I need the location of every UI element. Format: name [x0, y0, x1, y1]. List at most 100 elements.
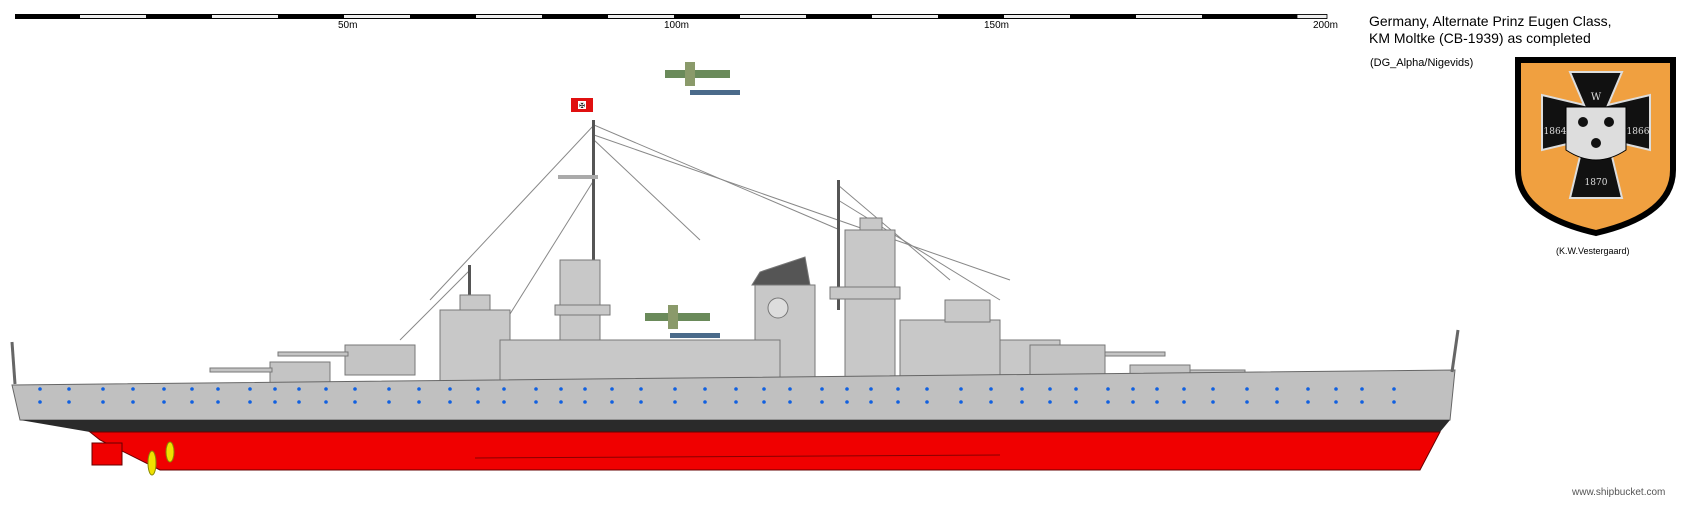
- porthole: [845, 387, 849, 391]
- porthole: [67, 387, 71, 391]
- propeller: [147, 441, 175, 476]
- aircraft-airborne: [665, 62, 740, 95]
- porthole: [788, 387, 792, 391]
- porthole: [248, 387, 252, 391]
- scale-label-100m: 100m: [664, 20, 690, 31]
- porthole: [762, 400, 766, 404]
- porthole: [559, 400, 563, 404]
- scale-segment: [80, 15, 146, 18]
- porthole: [869, 387, 873, 391]
- porthole: [1211, 387, 1215, 391]
- porthole: [534, 387, 538, 391]
- emblem-credit: (K.W.Vestergaard): [1556, 246, 1630, 256]
- porthole: [448, 387, 452, 391]
- emblem-year: 1866: [1627, 127, 1650, 137]
- porthole: [989, 387, 993, 391]
- porthole: [216, 400, 220, 404]
- porthole: [1074, 387, 1078, 391]
- scale-bar: [15, 14, 1328, 19]
- porthole: [762, 387, 766, 391]
- porthole: [101, 387, 105, 391]
- porthole: [734, 400, 738, 404]
- porthole: [248, 400, 252, 404]
- porthole: [1048, 387, 1052, 391]
- porthole: [1155, 400, 1159, 404]
- authors-credit: (DG_Alpha/Nigevids): [1370, 57, 1474, 69]
- porthole: [162, 387, 166, 391]
- porthole: [583, 400, 587, 404]
- porthole: [297, 387, 301, 391]
- porthole: [1106, 387, 1110, 391]
- porthole: [67, 400, 71, 404]
- porthole: [387, 387, 391, 391]
- scale-segment: [608, 15, 674, 18]
- porthole: [1306, 387, 1310, 391]
- porthole: [324, 387, 328, 391]
- porthole: [216, 387, 220, 391]
- porthole: [1392, 400, 1396, 404]
- scale-segment: [1004, 15, 1070, 18]
- porthole: [896, 400, 900, 404]
- porthole: [1306, 400, 1310, 404]
- porthole: [583, 387, 587, 391]
- porthole: [534, 400, 538, 404]
- scale-segment: [212, 15, 278, 18]
- porthole: [476, 400, 480, 404]
- scale-segment: [740, 15, 806, 18]
- porthole: [610, 400, 614, 404]
- porthole: [387, 400, 391, 404]
- porthole: [1020, 400, 1024, 404]
- porthole: [820, 400, 824, 404]
- porthole: [896, 387, 900, 391]
- scale-label-200m: 200m: [1313, 20, 1339, 31]
- scale-label-50m: 50m: [338, 20, 358, 31]
- porthole: [353, 400, 357, 404]
- porthole: [38, 400, 42, 404]
- porthole: [1392, 387, 1396, 391]
- scale-segment: [872, 15, 938, 18]
- scale-segment: [1136, 15, 1202, 18]
- porthole: [1334, 400, 1338, 404]
- porthole: [703, 400, 707, 404]
- porthole: [959, 400, 963, 404]
- aircraft-catapult: [645, 305, 720, 338]
- rudder: [91, 442, 123, 466]
- porthole: [38, 387, 42, 391]
- porthole: [1360, 387, 1364, 391]
- watermark: www.shipbucket.com: [1572, 487, 1666, 498]
- porthole: [788, 400, 792, 404]
- porthole: [1275, 387, 1279, 391]
- drawing-title: Germany, Alternate Prinz Eugen Class, KM…: [1369, 13, 1612, 47]
- porthole: [1211, 400, 1215, 404]
- emblem-monogram: W: [1591, 92, 1602, 103]
- emblem-shield: W 1864 1866 1870: [1515, 57, 1676, 237]
- porthole: [131, 387, 135, 391]
- porthole: [1182, 387, 1186, 391]
- porthole: [476, 387, 480, 391]
- porthole: [190, 387, 194, 391]
- title-line-2: KM Moltke (CB-1939) as completed: [1369, 30, 1591, 46]
- emblem-year: 1864: [1544, 127, 1567, 137]
- porthole: [297, 400, 301, 404]
- porthole: [417, 387, 421, 391]
- porthole: [734, 387, 738, 391]
- title-line-1: Germany, Alternate Prinz Eugen Class,: [1369, 13, 1612, 29]
- hull: [10, 329, 1460, 471]
- porthole: [559, 387, 563, 391]
- porthole: [1245, 387, 1249, 391]
- porthole: [673, 400, 677, 404]
- porthole: [639, 400, 643, 404]
- porthole: [845, 400, 849, 404]
- porthole: [639, 387, 643, 391]
- scale-label-150m: 150m: [984, 20, 1010, 31]
- emblem-year: 1870: [1585, 178, 1608, 188]
- porthole: [1155, 387, 1159, 391]
- porthole: [1245, 400, 1249, 404]
- porthole: [417, 400, 421, 404]
- porthole: [190, 400, 194, 404]
- porthole: [1020, 387, 1024, 391]
- porthole: [673, 387, 677, 391]
- rigging: [399, 124, 1011, 341]
- porthole: [502, 387, 506, 391]
